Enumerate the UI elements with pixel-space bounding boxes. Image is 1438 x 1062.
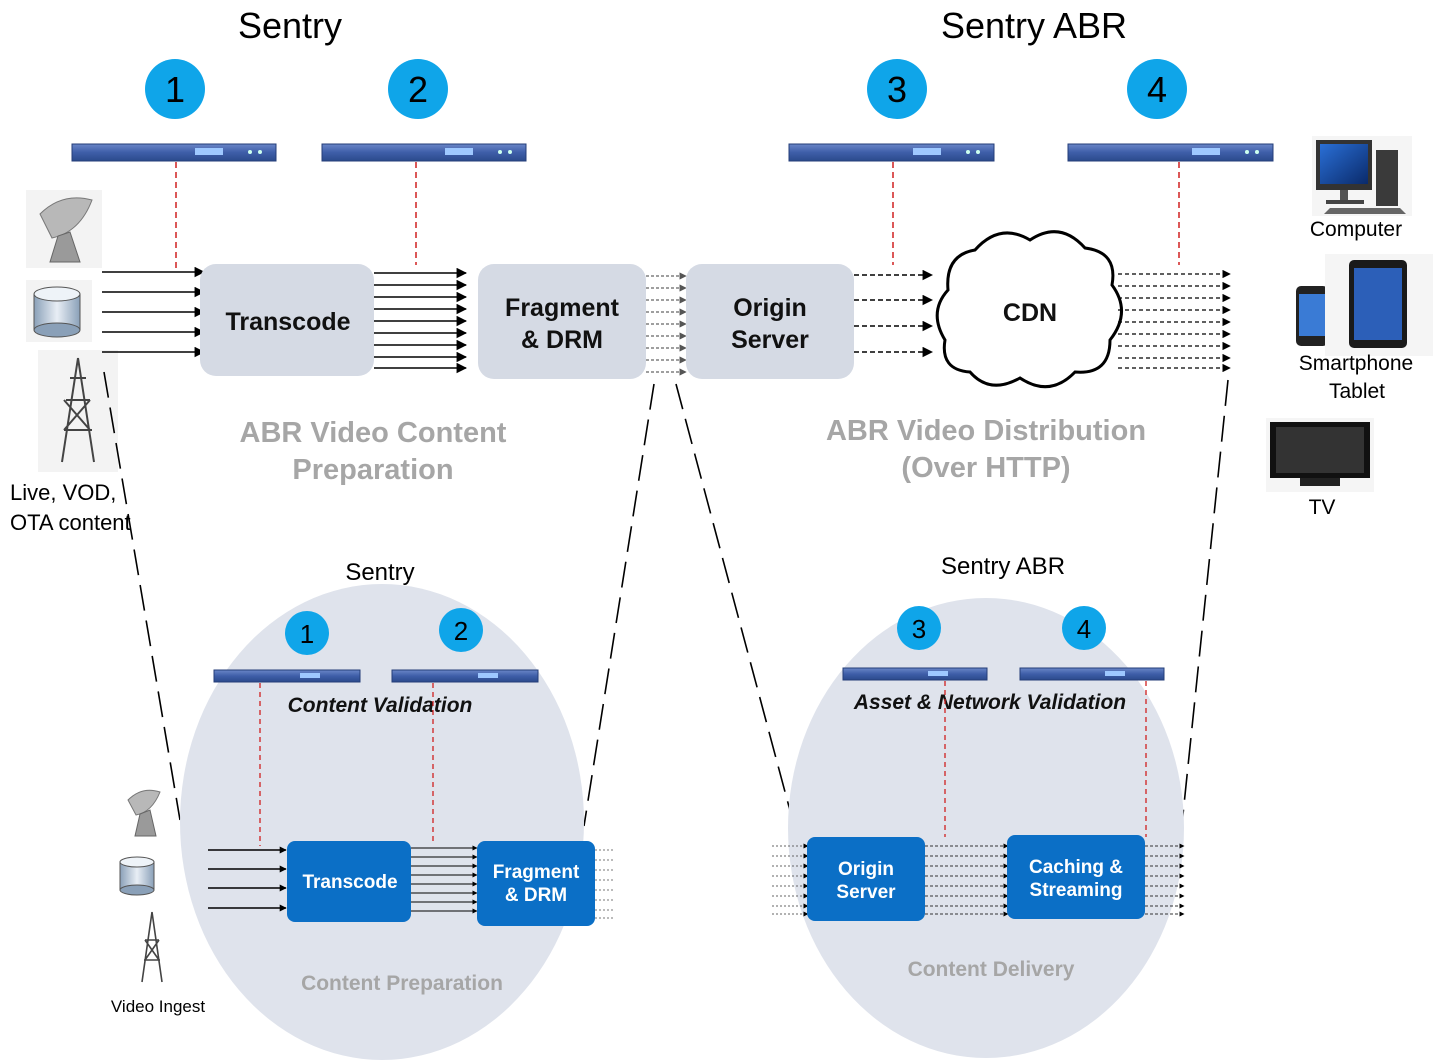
prep-label-line2: Preparation	[292, 454, 453, 486]
svg-text:3: 3	[887, 69, 907, 110]
computer-icon	[1312, 136, 1412, 216]
svg-text:1: 1	[165, 69, 185, 110]
smartphone-label: Smartphone	[1299, 352, 1413, 375]
sentry-abr-title: Sentry ABR	[941, 5, 1127, 46]
origin-server-box: Origin Server	[686, 264, 854, 379]
transcode-output-arrows	[374, 267, 468, 374]
dist-label-line1: ABR Video Distribution	[826, 415, 1146, 447]
origin-output-arrows	[854, 269, 934, 358]
bottom-ingest-arrows	[208, 846, 287, 912]
rack-unit-icon	[71, 143, 277, 162]
tablet-label: Tablet	[1329, 380, 1385, 403]
badge-1-small: 1	[285, 611, 329, 655]
badge-1: 1	[145, 59, 205, 119]
badge-3-small: 3	[897, 606, 941, 650]
content-preparation-label: Content Preparation	[301, 972, 503, 995]
asset-network-validation-label: Asset & Network Validation	[853, 691, 1126, 714]
svg-text:Origin: Origin	[733, 294, 807, 322]
badge-4: 4	[1127, 59, 1187, 119]
prep-label-line1: ABR Video Content	[240, 417, 507, 449]
badge-2-small: 2	[439, 608, 483, 652]
sentry-title: Sentry	[238, 5, 342, 46]
tablet-icon	[1325, 254, 1433, 356]
svg-text:Streaming: Streaming	[1030, 880, 1123, 901]
rack-unit-icon	[1067, 143, 1274, 162]
svg-text:Server: Server	[836, 882, 896, 903]
svg-text:Fragment: Fragment	[493, 862, 580, 883]
rack-unit-icon	[842, 667, 988, 681]
probe-lines-top	[175, 162, 1180, 270]
rack-unit-icon	[213, 669, 361, 683]
bottom-origin-server-box: Origin Server	[807, 837, 925, 921]
svg-text:1: 1	[300, 619, 314, 649]
svg-text:Caching &: Caching &	[1029, 857, 1123, 878]
satellite-dish-icon	[26, 190, 102, 268]
rack-unit-icon	[391, 669, 539, 683]
probe-lines-bottom-left	[259, 683, 434, 846]
svg-text:& DRM: & DRM	[505, 885, 567, 906]
database-icon	[119, 856, 155, 896]
svg-text:Server: Server	[731, 326, 809, 354]
cdn-cloud: CDN	[935, 230, 1123, 389]
bottom-caching-streaming-box: Caching & Streaming	[1007, 835, 1145, 919]
bottom-origin-input-arrows	[772, 843, 809, 917]
rack-unit-icon	[1019, 667, 1165, 681]
svg-text:Transcode: Transcode	[302, 872, 397, 893]
svg-text:CDN: CDN	[1003, 299, 1057, 327]
computer-label: Computer	[1310, 218, 1402, 241]
sources-label-line2: OTA content	[10, 510, 131, 535]
ingest-arrows	[102, 266, 206, 358]
bottom-fragment-output-lines	[595, 849, 614, 919]
bottom-left-title: Sentry	[345, 559, 414, 586]
content-delivery-label: Content Delivery	[908, 958, 1075, 981]
sources-label-line1: Live, VOD,	[10, 480, 116, 505]
video-ingest-label: Video Ingest	[111, 997, 205, 1016]
broadcast-tower-icon	[141, 911, 163, 983]
bottom-origin-output-arrows	[925, 843, 1009, 917]
probe-lines-bottom-right	[944, 681, 1147, 837]
rack-unit-icon	[788, 143, 995, 162]
bottom-transcode-output-arrows	[411, 845, 478, 914]
badge-3: 3	[867, 59, 927, 119]
badge-4-small: 4	[1062, 606, 1106, 650]
content-preparation-ellipse	[180, 584, 584, 1060]
svg-text:& DRM: & DRM	[521, 326, 603, 354]
bottom-transcode-box: Transcode	[287, 841, 411, 922]
svg-text:3: 3	[912, 614, 926, 644]
content-validation-label: Content Validation	[288, 694, 473, 717]
tv-label: TV	[1309, 496, 1336, 519]
badge-2: 2	[388, 59, 448, 119]
cdn-output-arrows	[1118, 269, 1231, 373]
tv-icon	[1266, 418, 1374, 492]
transcode-box: Transcode	[200, 264, 374, 376]
svg-text:4: 4	[1147, 69, 1167, 110]
content-delivery-ellipse	[788, 598, 1184, 1058]
svg-text:Fragment: Fragment	[505, 294, 620, 322]
bottom-caching-output-arrows	[1145, 843, 1185, 917]
svg-text:Origin: Origin	[838, 859, 894, 880]
smartphone-icon	[1296, 286, 1328, 346]
satellite-dish-icon	[127, 789, 161, 837]
svg-text:4: 4	[1077, 614, 1091, 644]
dist-label-line2: (Over HTTP)	[901, 452, 1070, 484]
svg-text:2: 2	[408, 69, 428, 110]
fragment-drm-box: Fragment & DRM	[478, 264, 646, 379]
rack-unit-icon	[321, 143, 527, 162]
broadcast-tower-icon	[38, 350, 118, 472]
bottom-right-title: Sentry ABR	[941, 553, 1065, 580]
svg-text:2: 2	[454, 616, 468, 646]
svg-text:Transcode: Transcode	[225, 308, 350, 336]
database-icon	[26, 280, 92, 342]
zoom-lines	[103, 371, 1229, 827]
fragment-output-arrows	[646, 272, 687, 376]
bottom-fragment-drm-box: Fragment & DRM	[477, 841, 595, 926]
